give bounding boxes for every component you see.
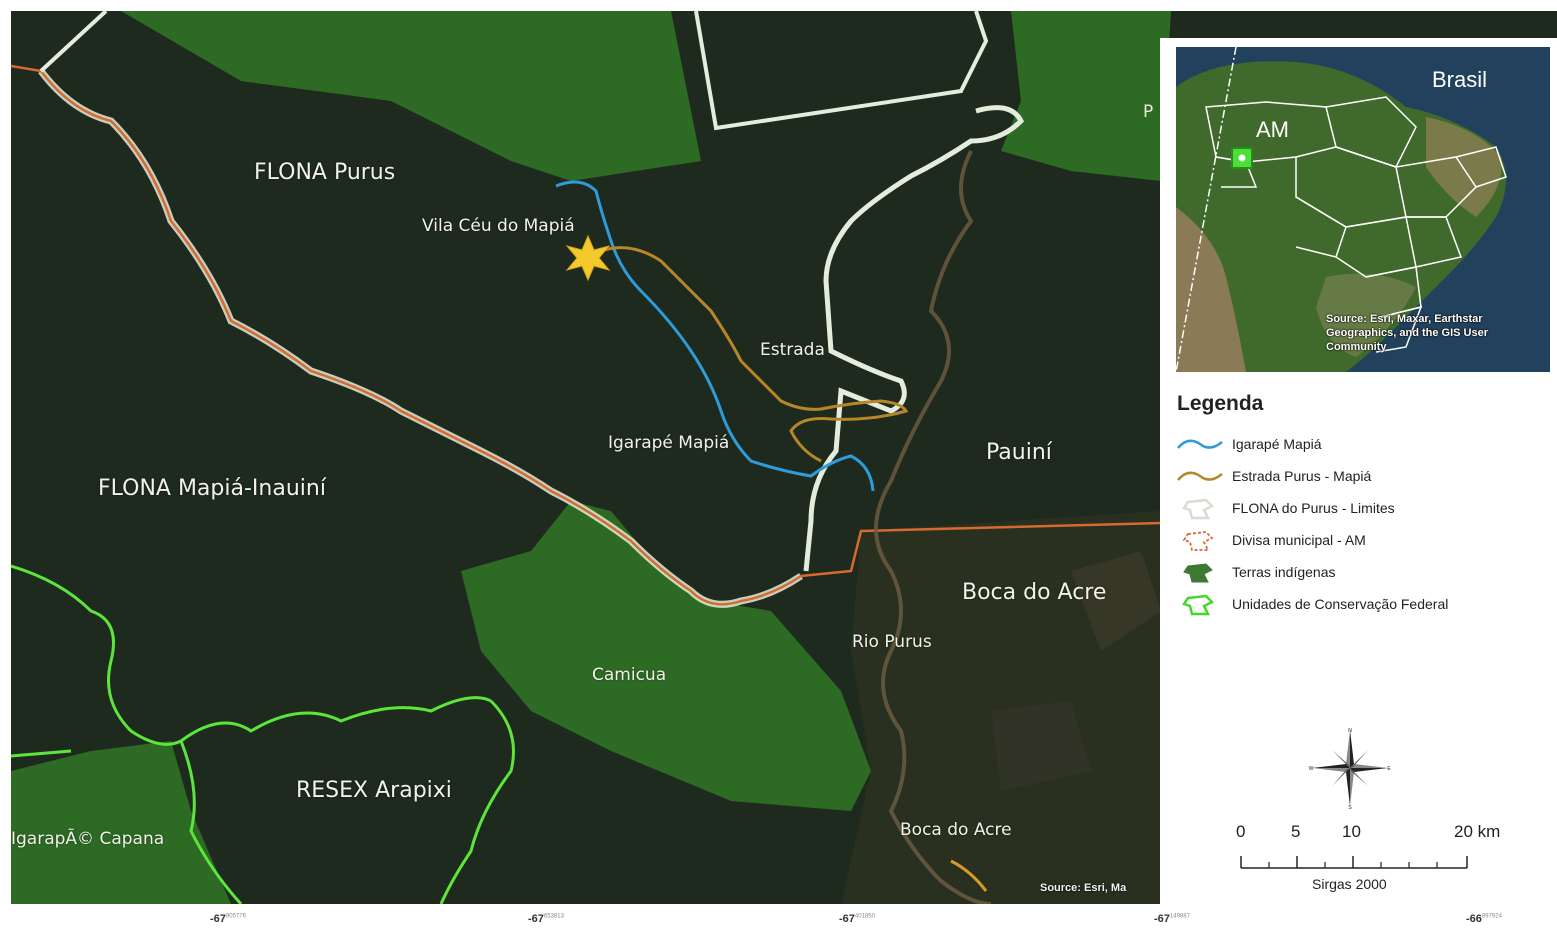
inset-map[interactable]: Brasil AM Source: Esri, Maxar, Earthstar… bbox=[1176, 47, 1550, 372]
inset-map-canvas bbox=[1176, 47, 1550, 372]
inset-label-brasil: Brasil bbox=[1432, 67, 1488, 92]
compass-n: N bbox=[1348, 728, 1352, 734]
compass-e: E bbox=[1387, 766, 1391, 772]
capana-area bbox=[11, 741, 231, 904]
state-borders bbox=[1205, 96, 1507, 353]
meridian-line bbox=[1176, 47, 1237, 372]
coord-main: -67 bbox=[1154, 913, 1170, 925]
coord-label: -67149887 bbox=[1154, 913, 1190, 925]
orange-stream bbox=[950, 859, 988, 892]
northeast-dry-region bbox=[1426, 117, 1502, 217]
label-estrada: Estrada bbox=[760, 340, 825, 360]
legend-label: Divisa municipal - AM bbox=[1232, 532, 1366, 548]
coord-sup: 653813 bbox=[543, 913, 564, 920]
flona-purus-boundary bbox=[803, 105, 1025, 572]
coord-sup: 149887 bbox=[1169, 913, 1190, 920]
coord-sup: 905776 bbox=[225, 913, 246, 920]
rio-purus bbox=[874, 150, 992, 904]
inset-label-am: AM bbox=[1256, 117, 1289, 142]
compass-w: W bbox=[1309, 766, 1314, 772]
label-resex-arapixi: RESEX Arapixi bbox=[296, 778, 452, 803]
federal-uc-icon bbox=[1182, 594, 1215, 616]
coord-label: -67905776 bbox=[210, 913, 246, 925]
flona-purus-boundary bbox=[694, 11, 989, 131]
federal-uc-boundary bbox=[439, 699, 515, 904]
legend-label: Estrada Purus - Mapiá bbox=[1232, 468, 1372, 484]
coord-main: -67 bbox=[210, 913, 226, 925]
scale-tick-label: 20 km bbox=[1454, 822, 1501, 841]
coord-main: -66 bbox=[1466, 913, 1482, 925]
coord-sup: 897924 bbox=[1481, 913, 1502, 920]
south-america-landmass bbox=[1176, 61, 1506, 372]
village-star-icon bbox=[565, 234, 611, 282]
label-boca-do-acre-region: Boca do Acre bbox=[962, 580, 1107, 605]
indigenous-land-icon bbox=[1183, 563, 1213, 583]
label-boca-do-acre-town: Boca do Acre bbox=[900, 820, 1012, 840]
floodplain-area bbox=[841, 511, 1161, 904]
estrada-road bbox=[600, 246, 909, 463]
scale-tick-label: 10 bbox=[1342, 822, 1361, 841]
legend-item-unidades-conservacao: Unidades de Conservação Federal bbox=[1176, 592, 1546, 618]
label-partial-p: P bbox=[1143, 102, 1154, 122]
coord-label: -67653813 bbox=[528, 913, 564, 925]
flona-purus-boundary bbox=[39, 11, 108, 73]
coord-sup: 401850 bbox=[854, 913, 875, 920]
legend-item-municipal: Divisa municipal - AM bbox=[1176, 528, 1546, 554]
federal-uc-boundary bbox=[11, 749, 72, 758]
andes-region bbox=[1176, 207, 1246, 372]
label-pauini: Pauiní bbox=[986, 440, 1052, 465]
scale-tick-label: 0 bbox=[1236, 822, 1246, 841]
legend-label: Terras indígenas bbox=[1232, 564, 1336, 580]
river-line-icon bbox=[1177, 439, 1223, 449]
municipal-boundary-icon bbox=[1182, 531, 1214, 551]
camicua-area bbox=[461, 501, 871, 811]
coord-label: -67401850 bbox=[839, 913, 875, 925]
legend-item-estrada: Estrada Purus - Mapiá bbox=[1176, 464, 1546, 490]
southern-region bbox=[1316, 273, 1416, 357]
scale-tick-label: 5 bbox=[1291, 822, 1301, 841]
flona-boundary-icon bbox=[1182, 498, 1215, 520]
label-camicua: Camicua bbox=[592, 665, 667, 685]
coord-main: -67 bbox=[839, 913, 855, 925]
scale-bar: 0 5 10 20 km Sirgas 2000 bbox=[1228, 822, 1518, 900]
label-flona-mapia-inauini: FLONA Mapiá-Inauiní bbox=[98, 476, 326, 501]
conservation-area-north bbox=[121, 11, 701, 181]
label-rio-purus: Rio Purus bbox=[852, 632, 932, 652]
compass-rose-icon: N S E W bbox=[1309, 728, 1392, 810]
coord-main: -67 bbox=[528, 913, 544, 925]
scale-bar-graphic bbox=[1240, 856, 1468, 869]
inset-source-attribution: Source: Esri, Maxar, Earthstar Geographi… bbox=[1326, 313, 1488, 353]
municipal-divide bbox=[11, 64, 1162, 606]
legend-label: FLONA do Purus - Limites bbox=[1232, 500, 1395, 516]
legend-label: Unidades de Conservação Federal bbox=[1232, 596, 1449, 612]
legend-label: Igarapé Mapiá bbox=[1232, 436, 1322, 452]
coord-label: -66897924 bbox=[1466, 913, 1502, 925]
road-line-icon bbox=[1177, 471, 1223, 481]
legend-title: Legenda bbox=[1177, 392, 1264, 415]
label-vila-ceu-do-mapia: Vila Céu do Mapiá bbox=[422, 216, 575, 236]
label-igarape-mapia: Igarapé Mapiá bbox=[608, 433, 730, 453]
compass-s: S bbox=[1348, 805, 1352, 810]
federal-uc-boundary bbox=[179, 740, 243, 904]
clearing-patch bbox=[1071, 551, 1161, 651]
conservation-area-northeast bbox=[1001, 11, 1171, 181]
legend-item-terras-indigenas: Terras indígenas bbox=[1176, 560, 1546, 586]
study-area-point bbox=[1238, 154, 1246, 162]
legend-item-igarape: Igarapé Mapiá bbox=[1176, 432, 1546, 458]
federal-uc-boundary bbox=[11, 564, 492, 746]
label-igarape-capana: IgarapÃ© Capana bbox=[11, 829, 165, 849]
clearing-patch bbox=[991, 701, 1091, 791]
datum-label: Sirgas 2000 bbox=[1312, 876, 1387, 892]
legend-item-flona: FLONA do Purus - Limites bbox=[1176, 496, 1546, 522]
igarape-mapia-river bbox=[555, 180, 875, 492]
label-flona-purus: FLONA Purus bbox=[254, 160, 396, 185]
map-source-attribution: Source: Esri, Ma bbox=[1040, 882, 1127, 894]
